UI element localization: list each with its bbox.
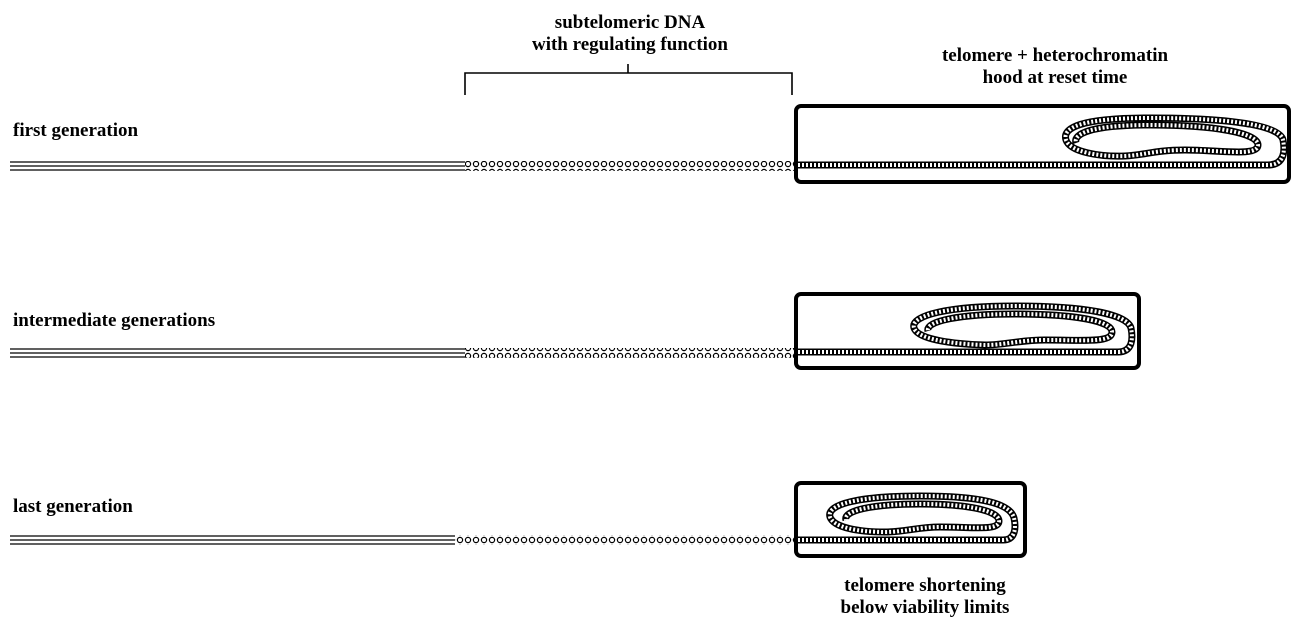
hood-label-line-1: telomere + heterochromatin — [941, 45, 1169, 66]
shortening-label: telomere shortening below viability limi… — [780, 575, 1070, 619]
subtelomeric-label-line-1: subtelomeric DNA — [554, 12, 706, 33]
row-last-generation — [10, 481, 1027, 558]
hood-label-line-2: hood at reset time — [982, 67, 1128, 88]
row-label-last-generation: last generation — [13, 496, 133, 517]
hood-box — [794, 481, 1027, 558]
hood-box — [794, 292, 1141, 370]
row-label-first-generation: first generation — [13, 120, 139, 141]
row-intermediate-generations — [10, 292, 1141, 370]
shortening-label-line-2: below viability limits — [840, 597, 1010, 618]
subtelomeric-bracket — [464, 64, 793, 95]
row-label-intermediate-generations: intermediate generations — [13, 310, 216, 331]
telomere-strand — [798, 492, 1019, 544]
hood-box — [794, 104, 1291, 184]
subtelomeric-segment — [455, 535, 795, 545]
row-first-generation — [10, 104, 1291, 184]
dna-strand — [10, 348, 465, 358]
subtelomeric-label: subtelomeric DNA with regulating functio… — [480, 12, 780, 56]
hood-label: telomere + heterochromatin hood at reset… — [900, 45, 1210, 89]
dna-strand — [10, 161, 465, 171]
subtelomeric-label-line-2: with regulating function — [531, 34, 728, 55]
telomere-strand — [798, 302, 1136, 356]
shortening-label-line-1: telomere shortening — [844, 575, 1006, 596]
subtelomeric-segment — [465, 161, 795, 171]
dna-strand — [10, 535, 455, 545]
subtelomeric-segment — [465, 348, 795, 358]
telomere-strand — [798, 114, 1288, 169]
